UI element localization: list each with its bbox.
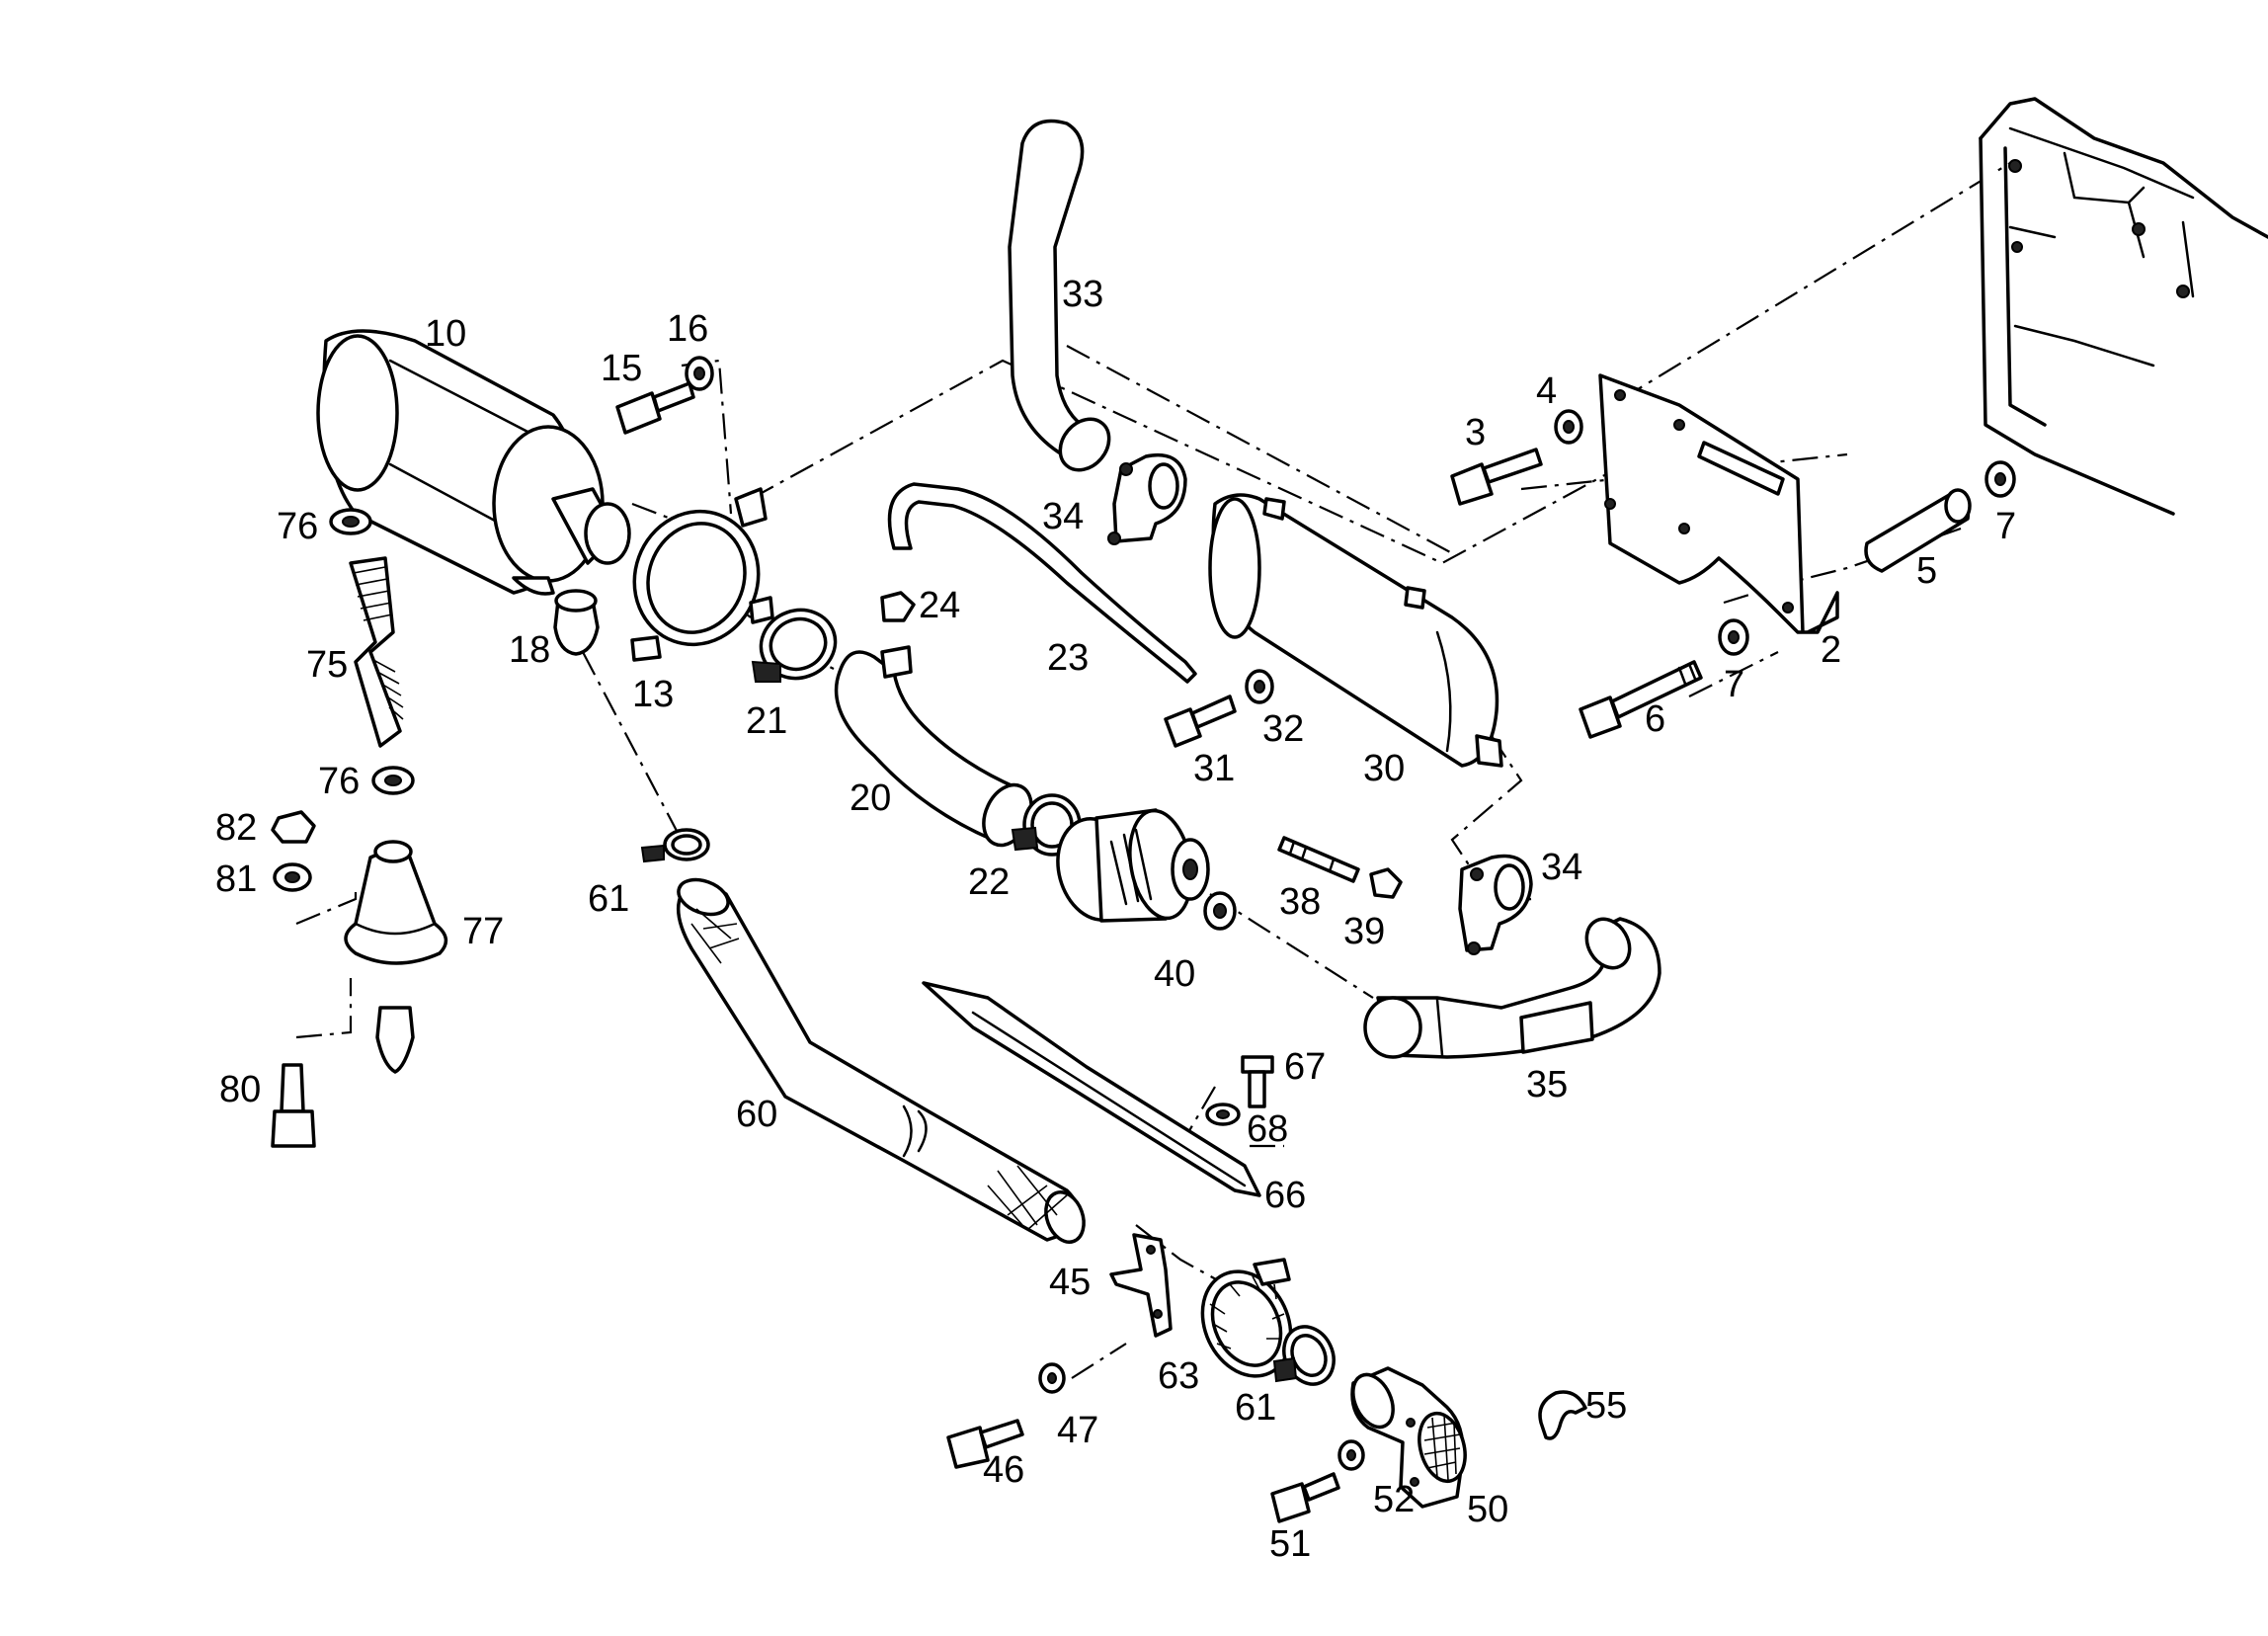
callout-16: 16 <box>667 308 708 350</box>
callout-67: 67 <box>1284 1046 1326 1088</box>
part-15-screw <box>615 381 695 435</box>
part-61-clamp-lower-band <box>1200 1258 1293 1378</box>
part-77-dust-valve <box>344 840 448 1074</box>
part-46-screw <box>946 1419 1024 1469</box>
part-34-lower-clamp <box>1458 854 1533 955</box>
part-51-screw <box>1270 1472 1340 1523</box>
part-23-breather-pipe <box>887 482 1197 684</box>
part-33-tail-pipe <box>1008 119 1111 472</box>
callout-30: 30 <box>1363 748 1405 789</box>
part-67-screw <box>1241 1055 1274 1108</box>
part-13-band-clamp <box>630 487 774 662</box>
part-61-clamp-lower-small <box>1272 1325 1336 1386</box>
callout-80: 80 <box>219 1069 261 1110</box>
callout-labels: 2 3 4 5 6 7 7 10 13 15 16 18 20 21 22 23… <box>215 274 2016 1565</box>
part-75-hose <box>349 556 404 748</box>
part-55-clip <box>1538 1390 1587 1440</box>
part-47-washer <box>1038 1362 1066 1394</box>
part-6-bolt <box>1579 660 1703 739</box>
callout-15: 15 <box>601 348 642 389</box>
callout-47: 47 <box>1057 1410 1098 1451</box>
callout-34-lower: 34 <box>1541 847 1582 888</box>
callout-5: 5 <box>1916 550 1937 592</box>
callout-23: 23 <box>1047 637 1089 679</box>
part-4-washer <box>1554 409 1583 445</box>
part-52-washer <box>1337 1439 1365 1471</box>
part-39-nut <box>1369 867 1403 899</box>
part-81-washer <box>273 862 312 892</box>
part-50-intake-cap <box>1350 1366 1467 1509</box>
callout-2: 2 <box>1821 629 1841 671</box>
part-76-clip-lower <box>371 766 415 795</box>
part-34-upper-clamp <box>1107 453 1187 545</box>
callout-82: 82 <box>215 807 257 849</box>
callout-81: 81 <box>215 859 257 900</box>
callout-45: 45 <box>1049 1262 1091 1303</box>
callout-77: 77 <box>462 911 504 952</box>
callout-13: 13 <box>632 674 674 715</box>
part-68-washer <box>1205 1103 1241 1126</box>
callout-32: 32 <box>1262 708 1304 750</box>
frame-corner <box>1979 97 2268 516</box>
part-66-shield-plate <box>922 981 1261 1197</box>
callout-39: 39 <box>1343 911 1385 952</box>
callout-75: 75 <box>306 644 348 686</box>
part-31-screw <box>1164 695 1237 748</box>
callout-4: 4 <box>1536 370 1557 412</box>
part-61-clamp-upper <box>640 828 710 863</box>
part-7-washer-lower <box>1718 618 1749 656</box>
callout-31: 31 <box>1193 748 1235 789</box>
part-16-washer <box>685 356 714 391</box>
part-20-elbow-hose <box>834 645 1033 848</box>
callout-34-upper: 34 <box>1042 496 1084 537</box>
callout-7-upper: 7 <box>1995 506 2016 547</box>
callout-63: 63 <box>1158 1355 1199 1397</box>
part-7-washer-upper <box>1984 460 2016 498</box>
callout-61-upper: 61 <box>588 878 629 920</box>
callout-61-lower: 61 <box>1235 1387 1276 1429</box>
part-5-spacer <box>1864 488 1972 573</box>
part-35-exhaust-pipe <box>1363 917 1661 1059</box>
part-24-nut <box>880 591 916 622</box>
callout-52: 52 <box>1373 1479 1415 1520</box>
part-32-washer <box>1245 669 1274 704</box>
callout-38: 38 <box>1279 881 1321 923</box>
callout-21: 21 <box>746 700 787 742</box>
callout-66: 66 <box>1264 1175 1306 1216</box>
part-82-nut <box>271 810 316 844</box>
part-18-sensor <box>553 589 600 656</box>
part-60-intake-hose <box>676 877 1086 1244</box>
callout-46: 46 <box>983 1449 1024 1491</box>
callout-3: 3 <box>1465 412 1486 453</box>
part-63-bracket <box>1109 1233 1173 1338</box>
callout-55: 55 <box>1585 1385 1627 1427</box>
assembly-leader-lines <box>295 162 2011 1424</box>
part-76-clip-upper <box>329 508 372 535</box>
part-40-turbo-flange <box>1056 808 1237 931</box>
part-80-bolt <box>271 1063 316 1148</box>
callout-68: 68 <box>1247 1108 1288 1150</box>
callout-33: 33 <box>1062 274 1103 315</box>
callout-76-upper: 76 <box>277 506 318 547</box>
callout-35: 35 <box>1526 1064 1568 1105</box>
callout-22: 22 <box>968 861 1010 903</box>
callout-24: 24 <box>919 585 960 626</box>
callout-6: 6 <box>1645 698 1665 740</box>
part-30-muffler <box>1208 493 1503 768</box>
callout-10: 10 <box>425 313 466 355</box>
callout-40: 40 <box>1154 953 1195 995</box>
callout-51: 51 <box>1269 1523 1311 1565</box>
callout-7-lower: 7 <box>1724 664 1744 705</box>
part-2-bracket-plate <box>1598 373 1839 634</box>
part-21-hose-clamp <box>751 608 838 683</box>
callout-76-lower: 76 <box>318 761 360 802</box>
part-10-air-filter <box>316 329 631 596</box>
part-38-stud <box>1277 836 1360 883</box>
callout-18: 18 <box>509 629 550 671</box>
callout-50: 50 <box>1467 1489 1508 1530</box>
callout-60: 60 <box>736 1094 777 1135</box>
callout-20: 20 <box>850 777 891 819</box>
part-3-screw <box>1450 448 1543 506</box>
